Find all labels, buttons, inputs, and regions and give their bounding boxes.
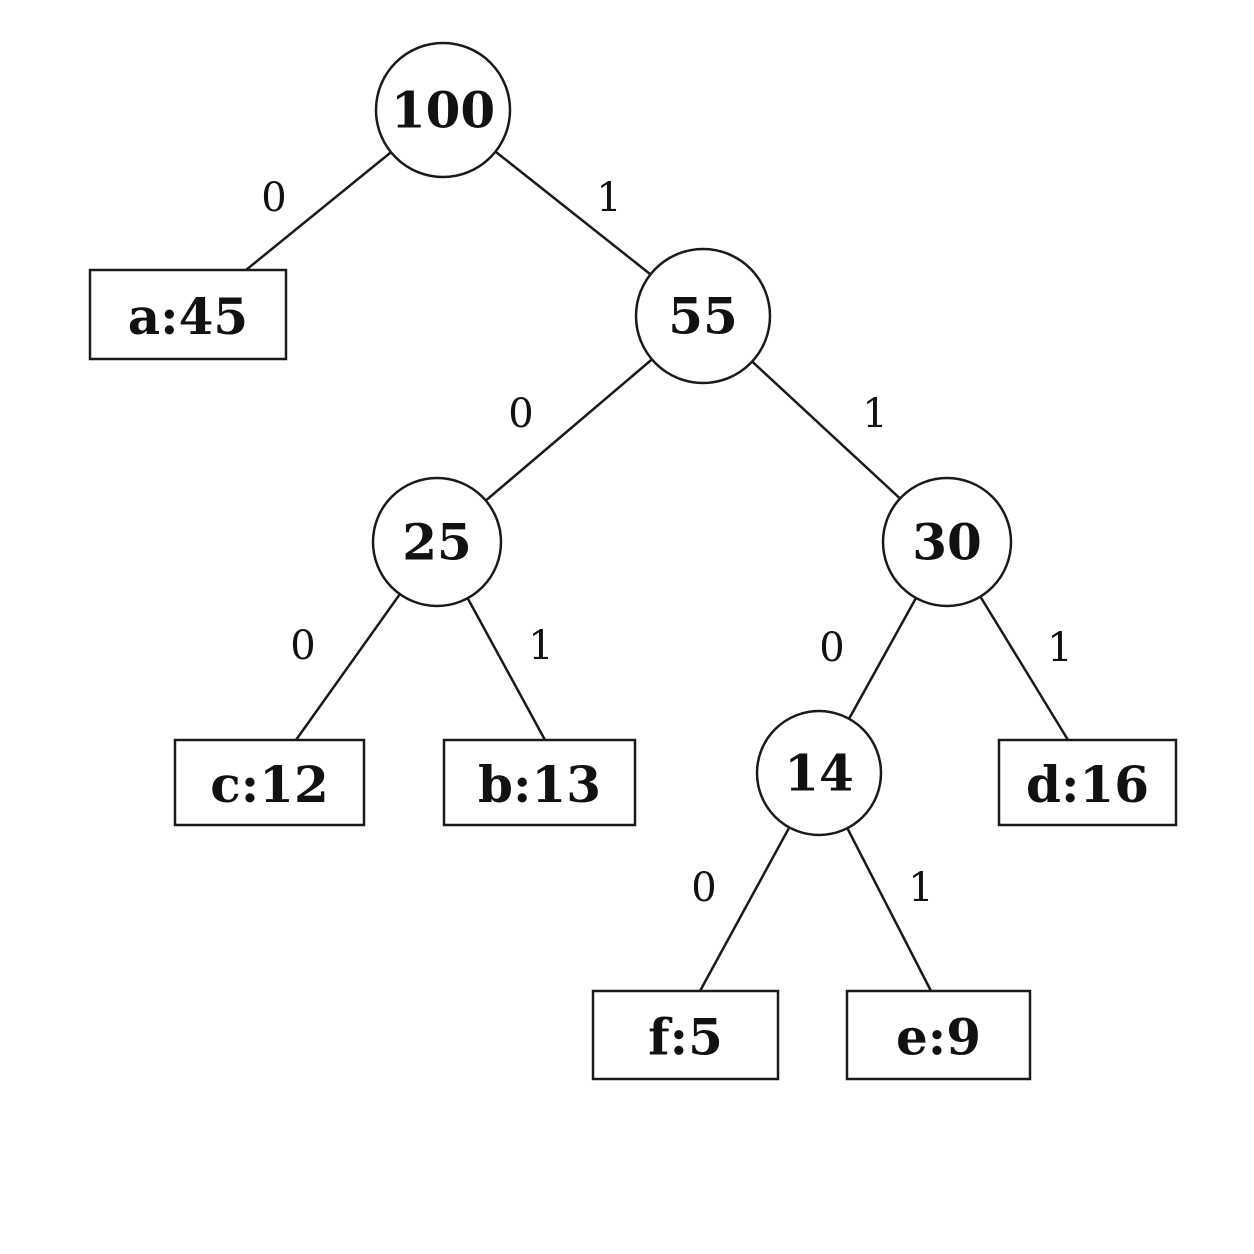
edge-n25-lc <box>294 593 401 741</box>
leaf-box <box>88 268 288 361</box>
leaf-node-lb: b:13 <box>442 738 637 827</box>
internal-node-n25: 25 <box>371 476 503 608</box>
node-circle <box>755 709 883 837</box>
node-circle <box>634 247 772 385</box>
node-weight-label: 25 <box>402 513 472 572</box>
node-weight-label: 55 <box>668 287 738 346</box>
leaf-node-lc: c:12 <box>173 738 366 827</box>
edges-layer <box>245 150 1070 992</box>
leaf-label: f:5 <box>648 1008 723 1067</box>
edge-n14-le <box>846 827 933 992</box>
leaf-node-lf: f:5 <box>591 989 780 1081</box>
leaf-box <box>591 989 780 1081</box>
edge-n55-n25 <box>484 358 653 502</box>
edge-label-n100-n55: 1 <box>596 175 621 221</box>
edge-n14-lf <box>698 826 791 992</box>
edge-n25-lb <box>466 597 547 741</box>
leaf-box <box>173 738 366 827</box>
internal-node-n100: 100 <box>374 41 512 179</box>
edge-label-n100-la: 0 <box>261 175 286 221</box>
leaf-node-la: a:45 <box>88 268 288 361</box>
internal-node-n55: 55 <box>634 247 772 385</box>
edge-label-n25-lc: 0 <box>290 623 315 669</box>
leaf-node-ld: d:16 <box>997 738 1178 827</box>
edge-labels-layer: 0 1 0 1 0 1 0 1 0 1 <box>261 175 1072 911</box>
internal-node-n14: 14 <box>755 709 883 837</box>
edge-label-n14-lf: 0 <box>691 865 716 911</box>
edge-label-n25-lb: 1 <box>528 623 553 669</box>
leaf-label: c:12 <box>210 755 328 814</box>
leaf-box <box>845 989 1032 1081</box>
edge-n30-n14 <box>847 597 918 720</box>
edge-label-n14-le: 1 <box>908 865 933 911</box>
edge-n100-la <box>245 151 392 271</box>
node-weight-label: 30 <box>912 513 982 572</box>
leaf-node-le: e:9 <box>845 989 1032 1081</box>
node-circle <box>374 41 512 179</box>
edge-n30-ld <box>979 595 1070 741</box>
node-weight-label: 100 <box>391 81 495 140</box>
leaf-box <box>442 738 637 827</box>
leaf-label: a:45 <box>128 287 248 346</box>
edge-n100-n55 <box>494 150 652 276</box>
leaf-label: d:16 <box>1026 755 1149 814</box>
node-circle <box>881 476 1013 608</box>
edge-label-n30-ld: 1 <box>1047 625 1072 671</box>
node-circle <box>371 476 503 608</box>
edge-label-n30-n14: 0 <box>819 625 844 671</box>
edge-label-n55-n25: 0 <box>508 391 533 437</box>
leaf-label: e:9 <box>896 1008 981 1067</box>
edge-n55-n30 <box>751 360 901 500</box>
node-weight-label: 14 <box>784 744 854 803</box>
leaf-label: b:13 <box>478 755 601 814</box>
internal-node-n30: 30 <box>881 476 1013 608</box>
leaf-box <box>997 738 1178 827</box>
edge-label-n55-n30: 1 <box>862 391 887 437</box>
